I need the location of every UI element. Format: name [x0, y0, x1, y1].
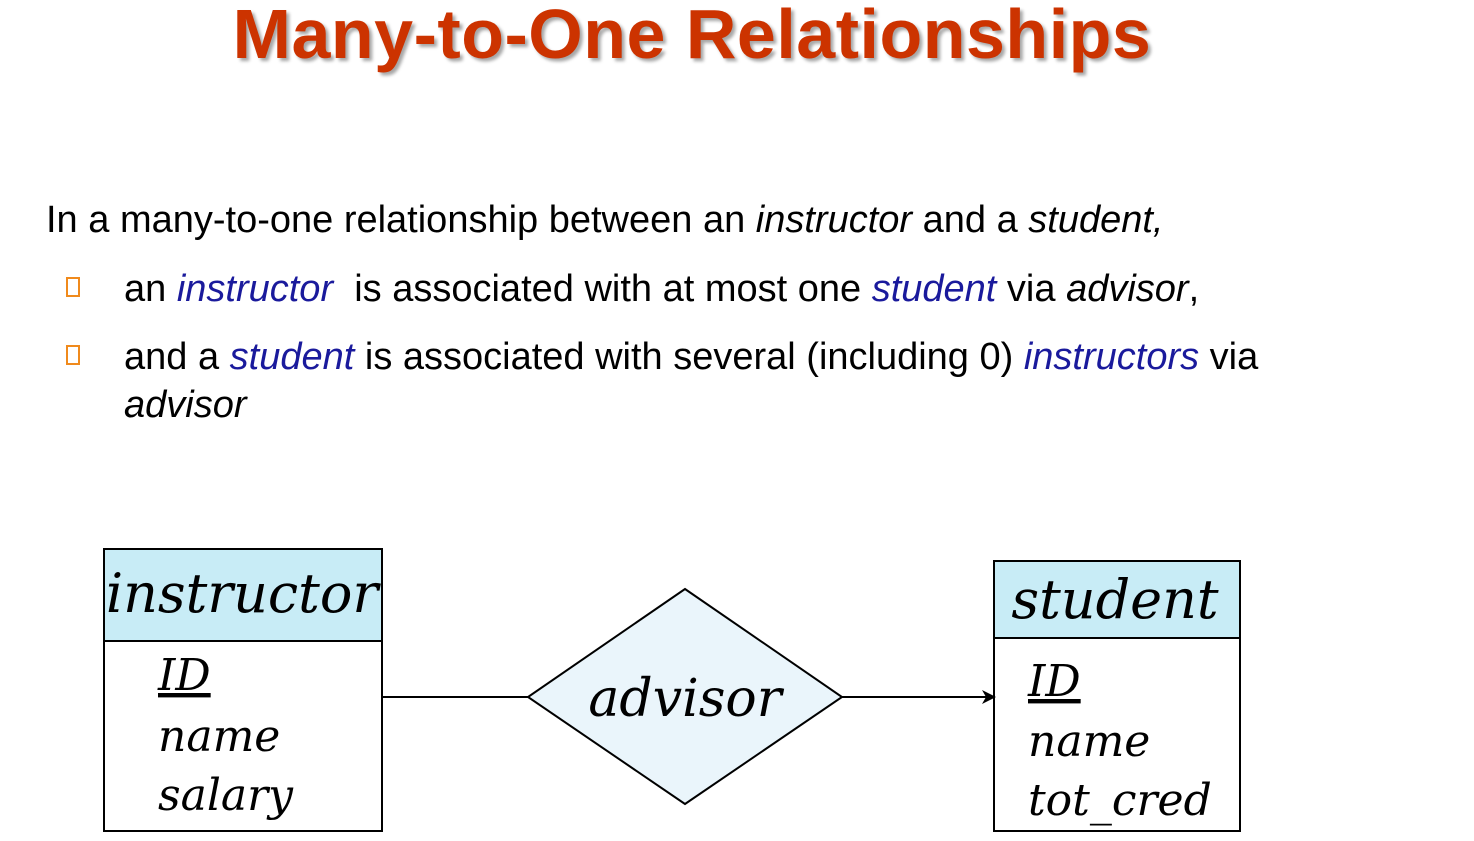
intro-part: In a many-to-one relationship between an — [46, 199, 756, 241]
term-student: student — [229, 336, 355, 378]
term-student: student — [871, 268, 997, 310]
entity-student-name: student — [1011, 568, 1218, 631]
entity-student-header — [993, 560, 1241, 639]
entity-student: student ID name tot_cred — [993, 560, 1241, 832]
term-advisor: advisor — [124, 384, 247, 426]
intro-part: and a — [912, 199, 1029, 241]
slide-title: Many-to-One Relationships — [232, 0, 1152, 73]
term-instructors: instructors — [1023, 336, 1200, 378]
attribute-name: name — [1028, 716, 1150, 767]
relationship-name: advisor — [588, 669, 784, 729]
attribute-tot-cred: tot_cred — [1028, 775, 1212, 826]
attribute-id-key: ID — [157, 650, 211, 701]
attribute-salary: salary — [158, 770, 294, 821]
attribute-name: name — [158, 711, 280, 762]
bullet-text-1: an instructor is associated with at most… — [124, 268, 1200, 310]
entity-instructor-body — [103, 640, 383, 832]
term-instructor: instructor — [176, 268, 334, 310]
square-bullet-icon — [66, 277, 80, 297]
attribute-id-key: ID — [1027, 656, 1081, 707]
entity-student-body — [993, 637, 1241, 832]
entity-instructor: instructor ID name salary — [103, 548, 383, 832]
intro-entity-instructor: instructor — [755, 199, 913, 241]
entity-instructor-header — [103, 548, 383, 642]
intro-text: In a many-to-one relationship between an… — [46, 196, 1164, 244]
term-advisor: advisor — [1066, 268, 1189, 310]
square-bullet-icon — [66, 345, 80, 365]
intro-entity-student: student, — [1028, 199, 1164, 241]
relationship-advisor: advisor — [526, 587, 844, 806]
entity-instructor-name: instructor — [106, 562, 382, 625]
bullet-text-2: and a student is associated with several… — [124, 336, 1259, 426]
relationship-diamond — [526, 587, 844, 806]
